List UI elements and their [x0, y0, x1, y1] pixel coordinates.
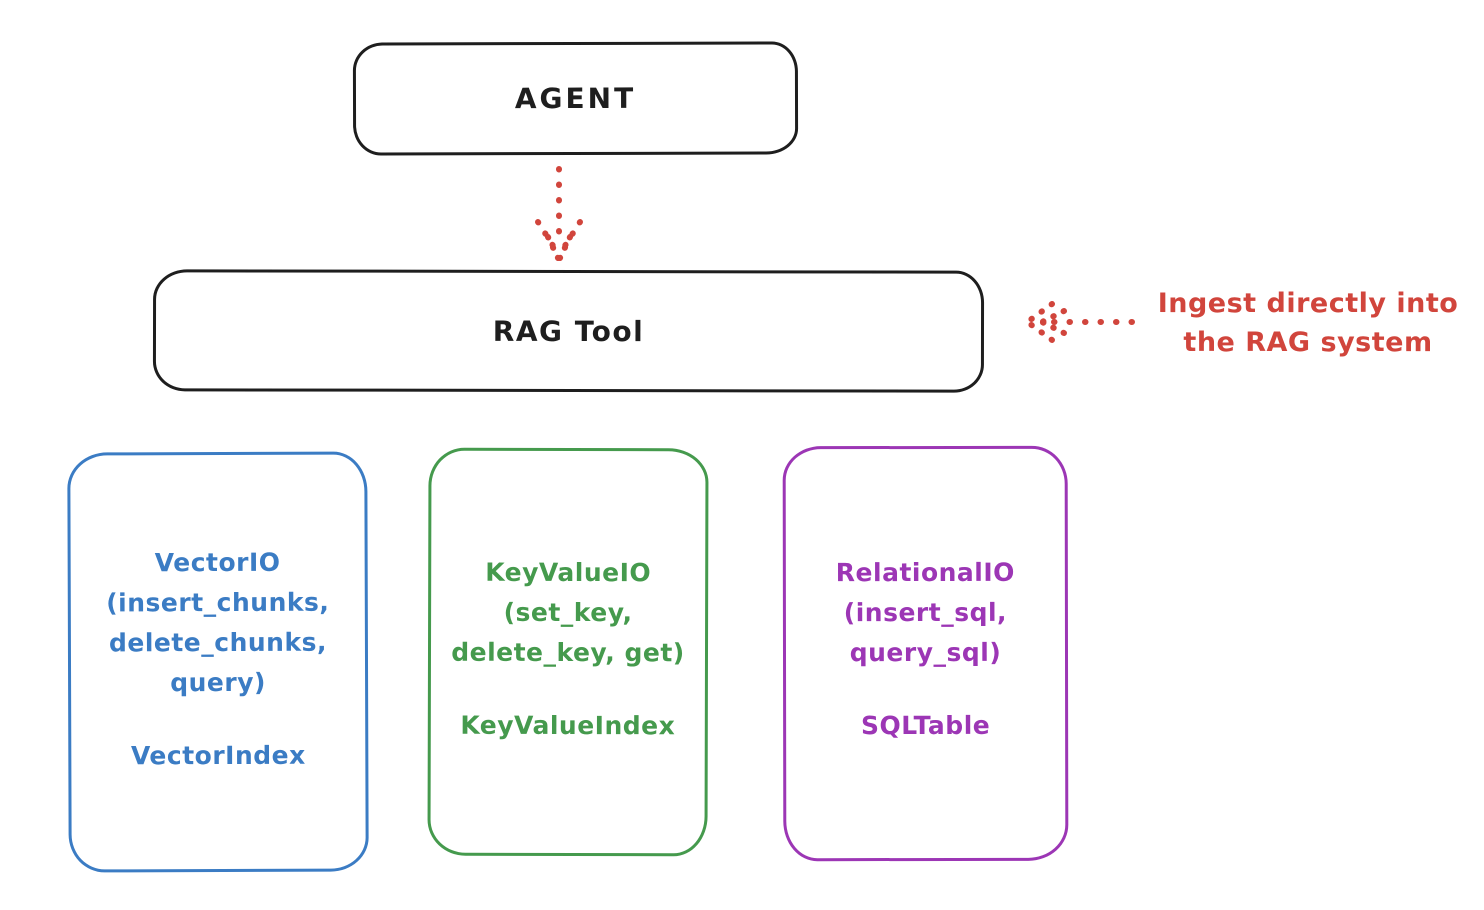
keyvalue-io-body: KeyValueIO (set_key, delete_key, get) — [451, 557, 685, 668]
relational-io-body: RelationalIO (insert_sql, query_sql) — [835, 557, 1015, 668]
ingest-annotation-text: Ingest directly into the RAG system — [1157, 288, 1459, 358]
relational-io-box: RelationalIO (insert_sql, query_sql) SQL… — [782, 445, 1069, 862]
rag-tool-box: RAG Tool — [152, 269, 985, 393]
rag-tool-label: RAG Tool — [492, 314, 645, 348]
vector-io-body: VectorIO (insert_chunks, delete_chunks, … — [106, 547, 330, 698]
agent-to-rag-arrow — [535, 166, 583, 261]
sql-table-label: SQLTable — [861, 710, 991, 741]
ingest-annotation-arrow — [1023, 301, 1135, 343]
agent-label: AGENT — [514, 81, 637, 116]
keyvalue-io-box: KeyValueIO (set_key, delete_key, get) Ke… — [427, 447, 709, 857]
vector-index-label: VectorIndex — [130, 740, 306, 771]
agent-box: AGENT — [352, 41, 799, 156]
keyvalue-index-label: KeyValueIndex — [460, 710, 676, 741]
vector-io-box: VectorIO (insert_chunks, delete_chunks, … — [67, 451, 369, 873]
